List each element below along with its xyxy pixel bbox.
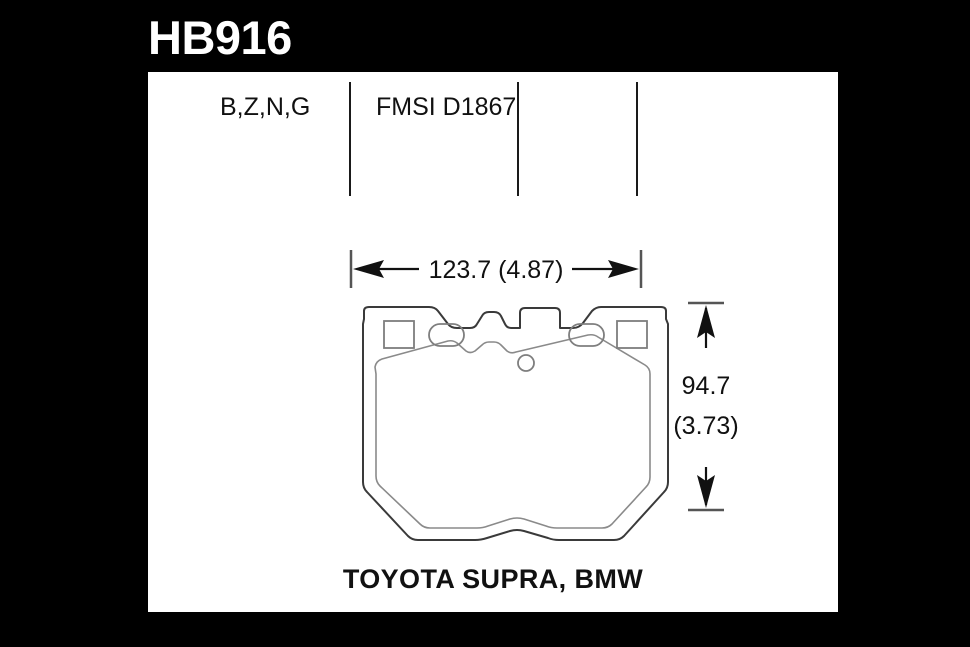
part-number-title: HB916	[148, 11, 292, 64]
compound-codes-label: B,Z,N,G	[220, 93, 310, 121]
pad-oval-cutout-left	[428, 323, 465, 347]
pad-locating-hole	[517, 354, 535, 372]
fmsi-label: FMSI D1867	[376, 93, 516, 121]
pad-square-cutout-left	[383, 320, 415, 349]
pad-oval-cutout-right	[568, 323, 605, 347]
height-arrow-up	[697, 305, 715, 338]
pad-friction-surface-outline	[374, 333, 651, 529]
vehicle-application-label: TOYOTA SUPRA, BMW	[343, 564, 643, 594]
width-dimension: 123.7 (4.87)	[349, 250, 643, 288]
width-dimension-label: 123.7 (4.87)	[429, 256, 564, 284]
brake-pad-technical-drawing: B,Z,N,G FMSI D1867 123.7 (4.87)	[220, 82, 739, 594]
height-arrow-down	[697, 475, 715, 508]
brake-pad-shape	[362, 306, 669, 541]
width-arrow-left	[353, 260, 384, 278]
height-dimension-label: 94.7	[682, 372, 731, 400]
width-arrow-right	[608, 260, 639, 278]
height-dimension-inches-label: (3.73)	[673, 412, 738, 440]
pad-square-cutout-right	[616, 320, 648, 349]
height-dimension: 94.7 (3.73)	[673, 301, 739, 512]
spec-card: B,Z,N,G FMSI D1867 123.7 (4.87)	[148, 72, 838, 612]
pad-backing-plate-outline	[362, 306, 669, 541]
